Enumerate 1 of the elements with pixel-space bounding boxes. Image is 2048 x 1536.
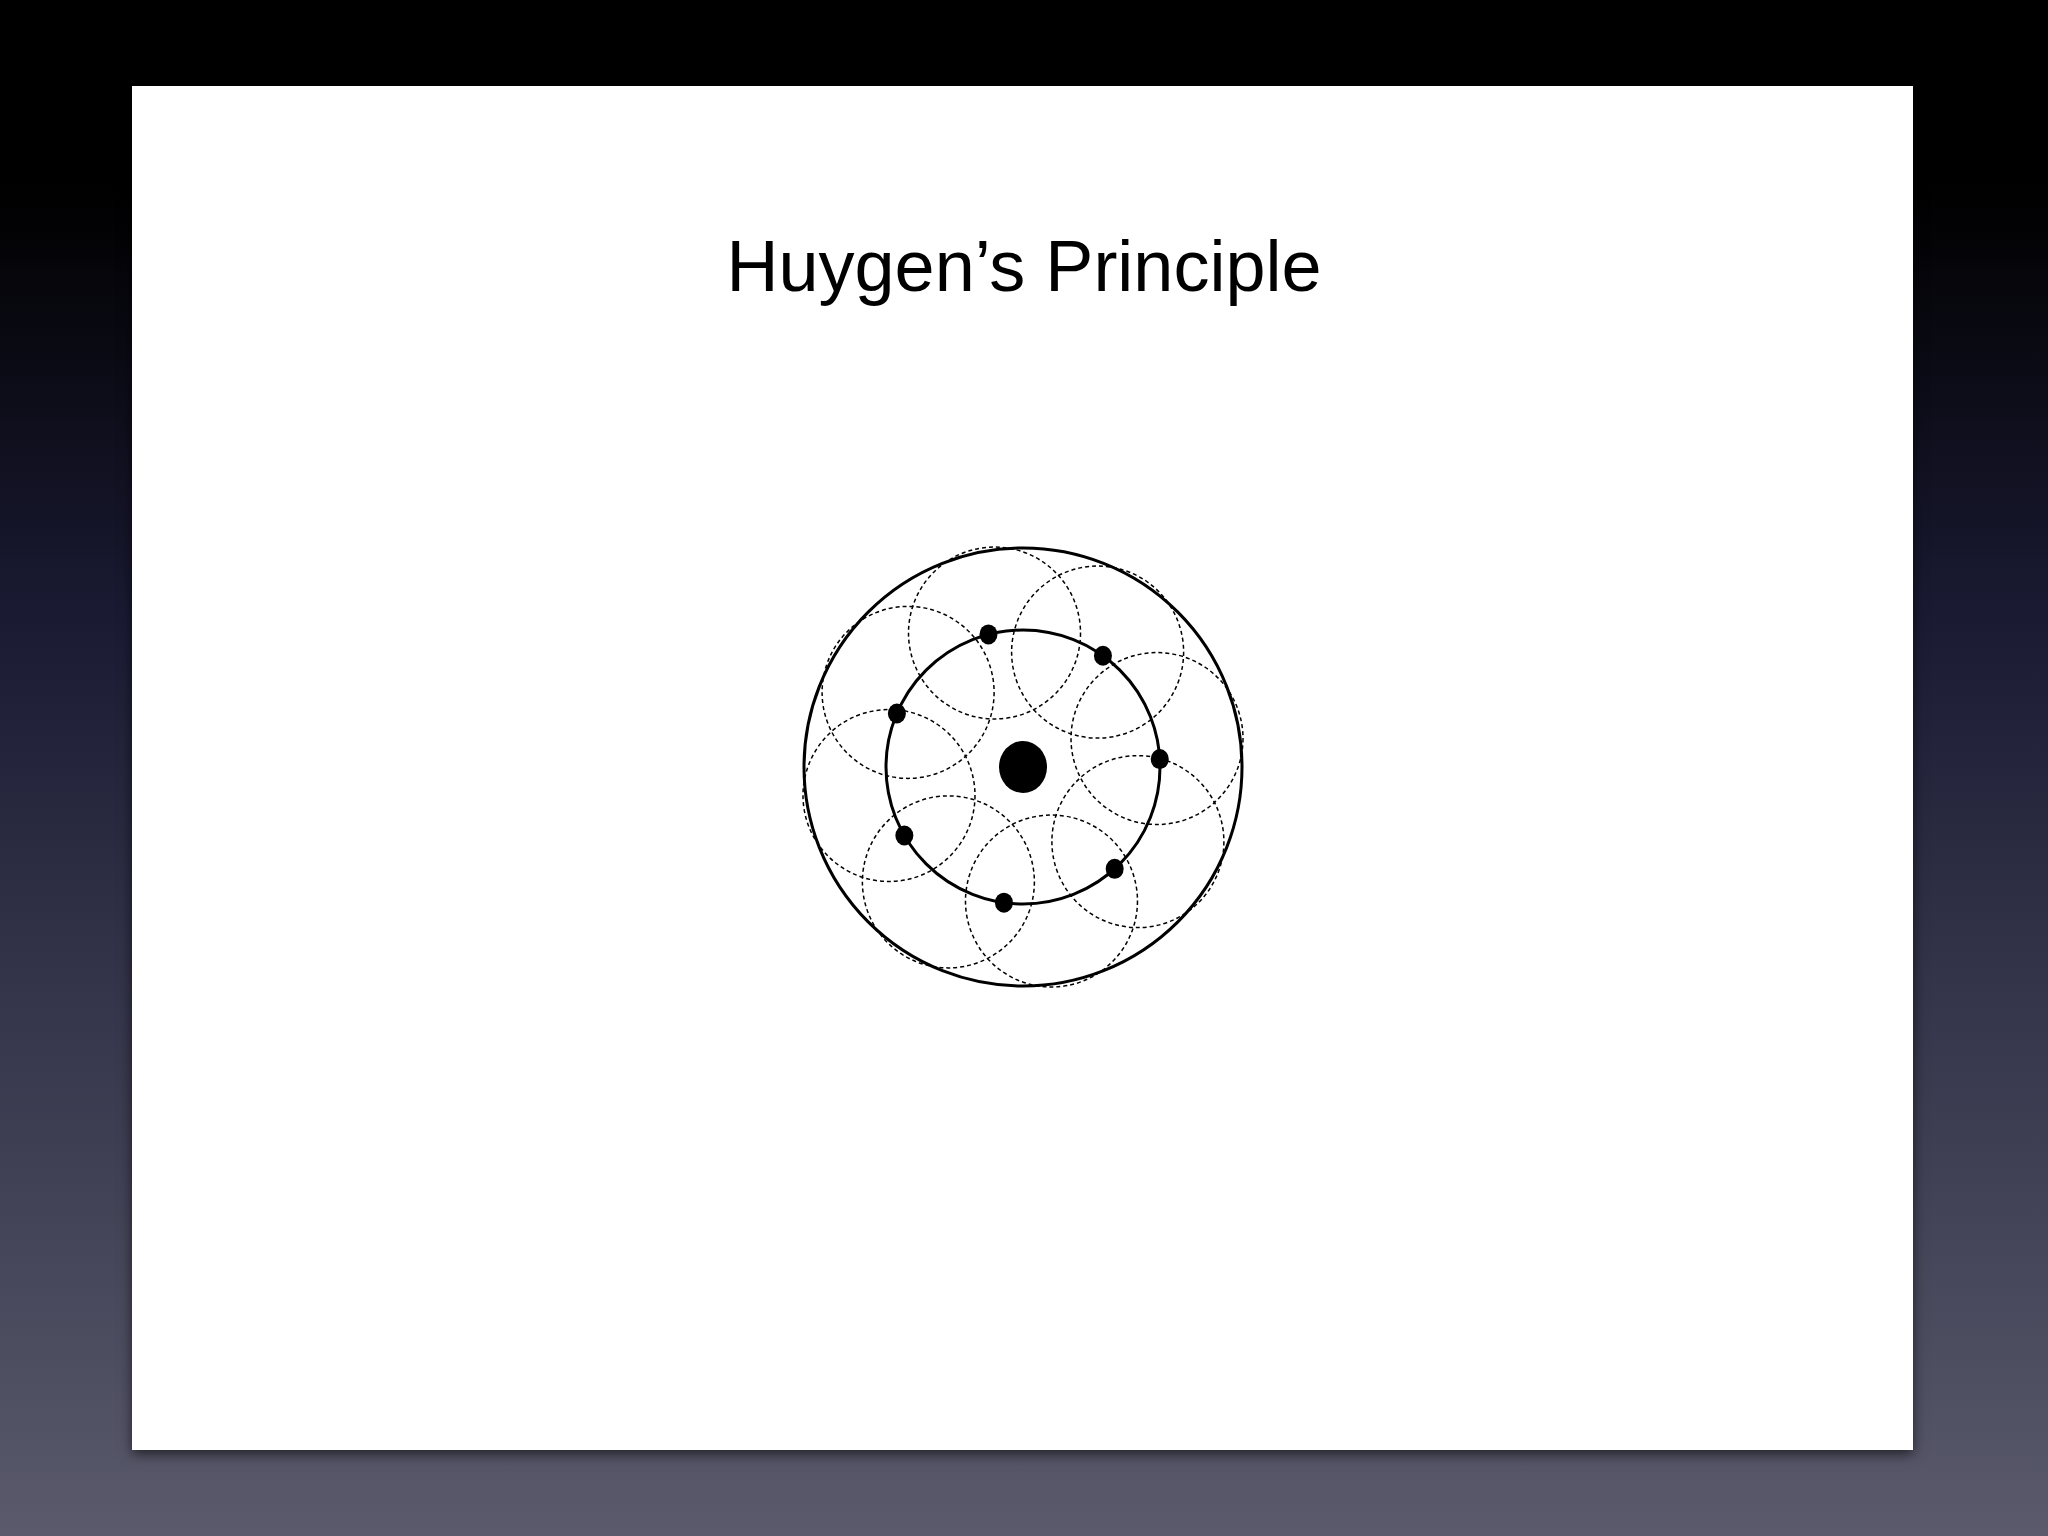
slide-title: Huygen’s Principle xyxy=(725,225,1323,307)
